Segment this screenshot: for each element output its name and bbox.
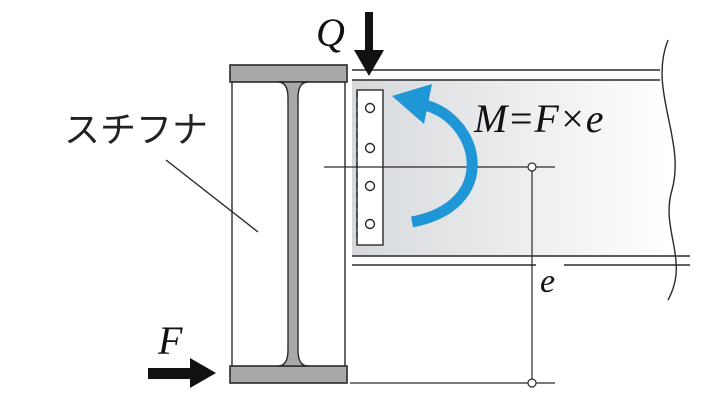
bolt — [364, 218, 376, 230]
stiffener-leader-line — [165, 159, 259, 233]
dimension-end-top — [527, 162, 537, 172]
column-top-flange — [229, 64, 348, 83]
column-bottom-flange — [229, 365, 348, 384]
moment-formula-label: M=F×e — [473, 96, 604, 141]
eccentricity-label: e — [540, 263, 555, 300]
column-h-section — [229, 64, 348, 384]
beam — [352, 39, 690, 301]
bolt — [364, 180, 376, 192]
eccentricity-dimension: e — [324, 162, 564, 388]
curved-moment-arrow-icon — [392, 84, 478, 228]
down-arrow-icon — [354, 12, 384, 76]
column-web — [277, 81, 309, 367]
stiffener-label: スチフナ — [64, 110, 208, 151]
right-arrow-icon — [148, 358, 216, 388]
dimension-end-bottom — [527, 378, 537, 388]
bolt — [364, 102, 376, 114]
beam-web — [352, 80, 670, 256]
bolt — [364, 142, 376, 154]
beam-break-line — [661, 39, 677, 301]
axial-force-label: F — [157, 318, 183, 363]
shear-force-label: Q — [316, 10, 345, 55]
